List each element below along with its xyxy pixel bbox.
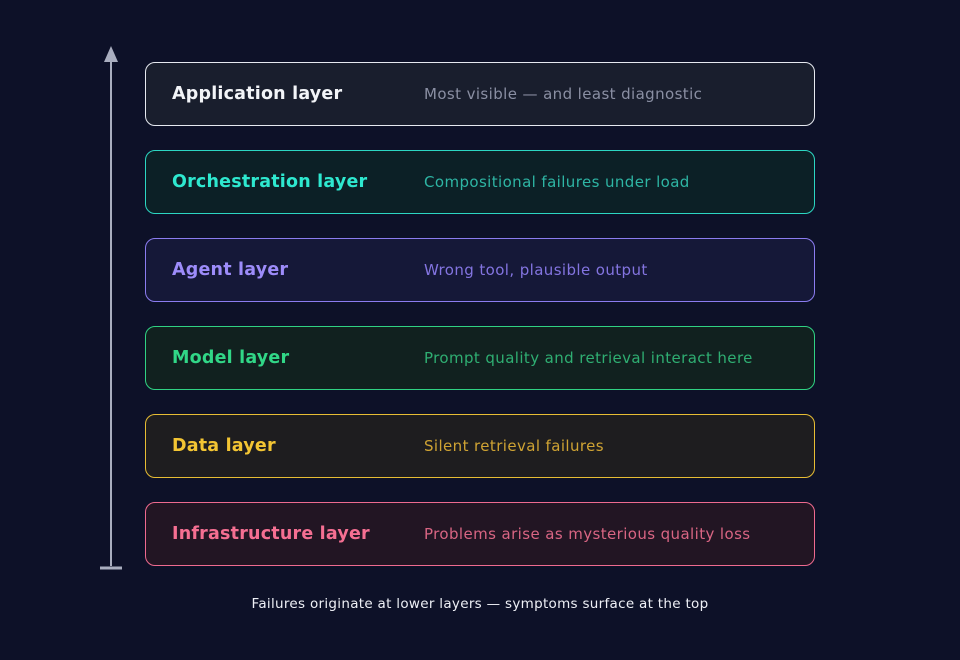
layer-description: Prompt quality and retrieval interact he… <box>424 349 753 367</box>
layer-card-model: Model layer Prompt quality and retrieval… <box>145 326 815 390</box>
layer-title: Infrastructure layer <box>172 524 370 544</box>
layer-description: Wrong tool, plausible output <box>424 261 648 279</box>
layer-stack: Application layer Most visible — and lea… <box>145 62 815 590</box>
layer-description: Problems arise as mysterious quality los… <box>424 525 751 543</box>
layer-card-application: Application layer Most visible — and lea… <box>145 62 815 126</box>
upward-axis-arrow <box>100 46 122 570</box>
layer-card-data: Data layer Silent retrieval failures <box>145 414 815 478</box>
layer-description: Most visible — and least diagnostic <box>424 85 703 103</box>
layer-title: Orchestration layer <box>172 172 368 192</box>
layer-title: Data layer <box>172 436 276 456</box>
layer-card-infrastructure: Infrastructure layer Problems arise as m… <box>145 502 815 566</box>
layer-card-orchestration: Orchestration layer Compositional failur… <box>145 150 815 214</box>
layer-description: Compositional failures under load <box>424 173 690 191</box>
layer-title: Application layer <box>172 84 343 104</box>
layer-title: Agent layer <box>172 260 289 280</box>
layer-description: Silent retrieval failures <box>424 437 604 455</box>
caption: Failures originate at lower layers — sym… <box>251 596 709 612</box>
layer-card-agent: Agent layer Wrong tool, plausible output <box>145 238 815 302</box>
layer-title: Model layer <box>172 348 290 368</box>
